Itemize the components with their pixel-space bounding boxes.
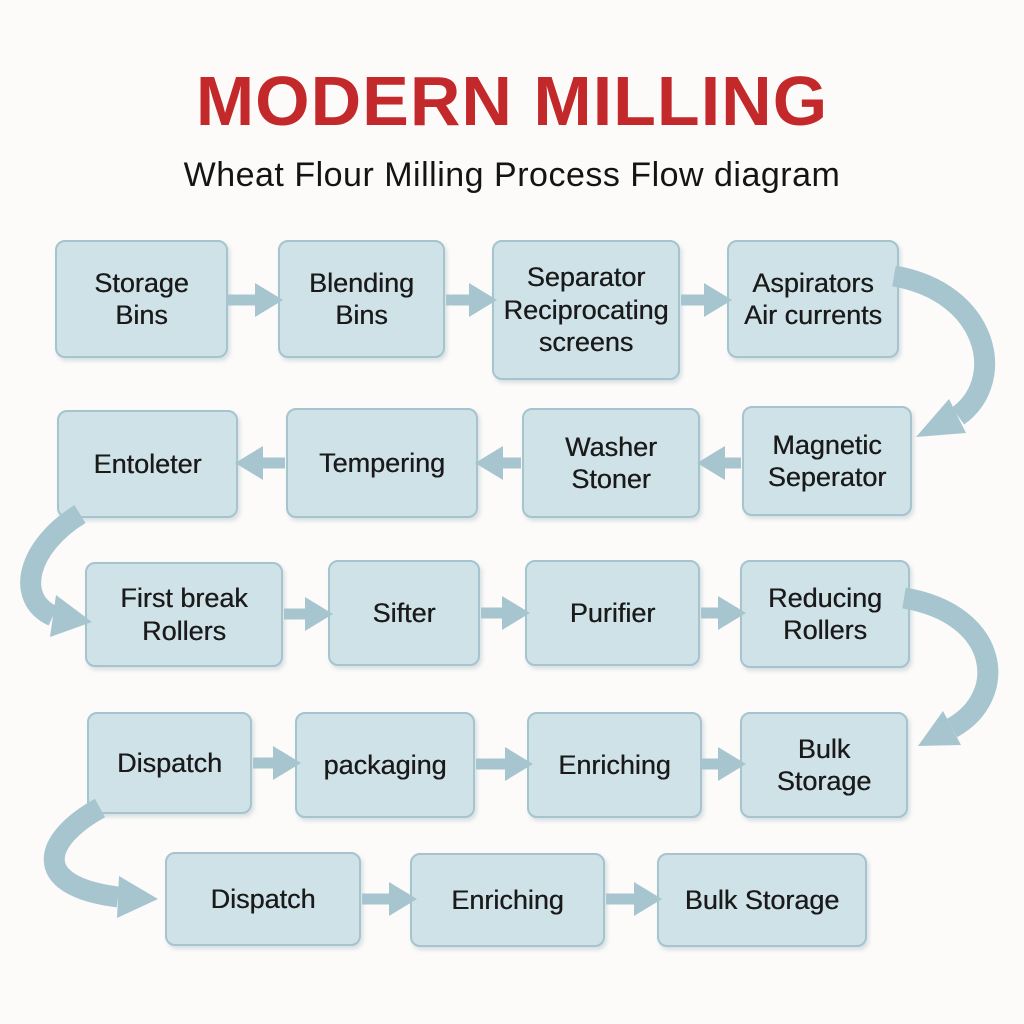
arrow-washer-to-tempering xyxy=(475,446,521,480)
node-first-break-rollers: First break Rollers xyxy=(85,562,283,667)
curved-arrow-reducing-to-bulk-storage xyxy=(902,587,999,746)
node-dispatch-b: Dispatch xyxy=(165,852,361,946)
arrow-tempering-to-entoleter xyxy=(235,446,285,480)
node-washer-stoner: Washer Stoner xyxy=(522,408,700,518)
node-packaging: packaging xyxy=(295,712,475,818)
arrow-dispatch-to-enriching xyxy=(362,882,417,916)
arrow-first-break-to-sifter xyxy=(284,597,333,631)
node-tempering: Tempering xyxy=(286,408,478,518)
arrow-blending-to-separator xyxy=(446,283,497,317)
node-entoleter: Entoleter xyxy=(57,410,238,518)
arrow-separator-to-aspirators xyxy=(681,283,732,317)
arrow-storage-to-blending xyxy=(228,283,283,317)
arrow-magnetic-to-washer xyxy=(697,446,741,480)
node-enriching-a: Enriching xyxy=(527,712,702,818)
node-aspirators: Aspirators Air currents xyxy=(727,240,899,358)
node-sifter: Sifter xyxy=(328,560,480,666)
curved-arrow-dispatch-to-dispatch xyxy=(43,798,158,918)
arrow-enriching-to-bulk-storage-final xyxy=(606,882,662,916)
curved-arrow-entoleter-to-first-break xyxy=(20,505,92,637)
page-title: MODERN MILLING xyxy=(195,62,829,140)
node-bulk-storage-a: Bulk Storage xyxy=(740,712,908,818)
node-dispatch-a: Dispatch xyxy=(87,712,252,814)
node-storage-bins: Storage Bins xyxy=(55,240,228,358)
node-magnetic-seperator: Magnetic Seperator xyxy=(742,406,912,516)
node-blending-bins: Blending Bins xyxy=(278,240,445,358)
page-subtitle: Wheat Flour Milling Process Flow diagram xyxy=(183,156,841,194)
node-bulk-storage-b: Bulk Storage xyxy=(657,853,867,947)
node-reducing-rollers: Reducing Rollers xyxy=(740,560,910,668)
node-separator: Separator Reciprocating screens xyxy=(492,240,680,380)
arrow-dispatch-to-packaging xyxy=(253,746,301,780)
arrow-packaging-to-enriching xyxy=(476,747,533,781)
node-enriching-b: Enriching xyxy=(410,853,605,947)
node-purifier: Purifier xyxy=(525,560,700,666)
arrow-sifter-to-purifier xyxy=(481,596,530,630)
